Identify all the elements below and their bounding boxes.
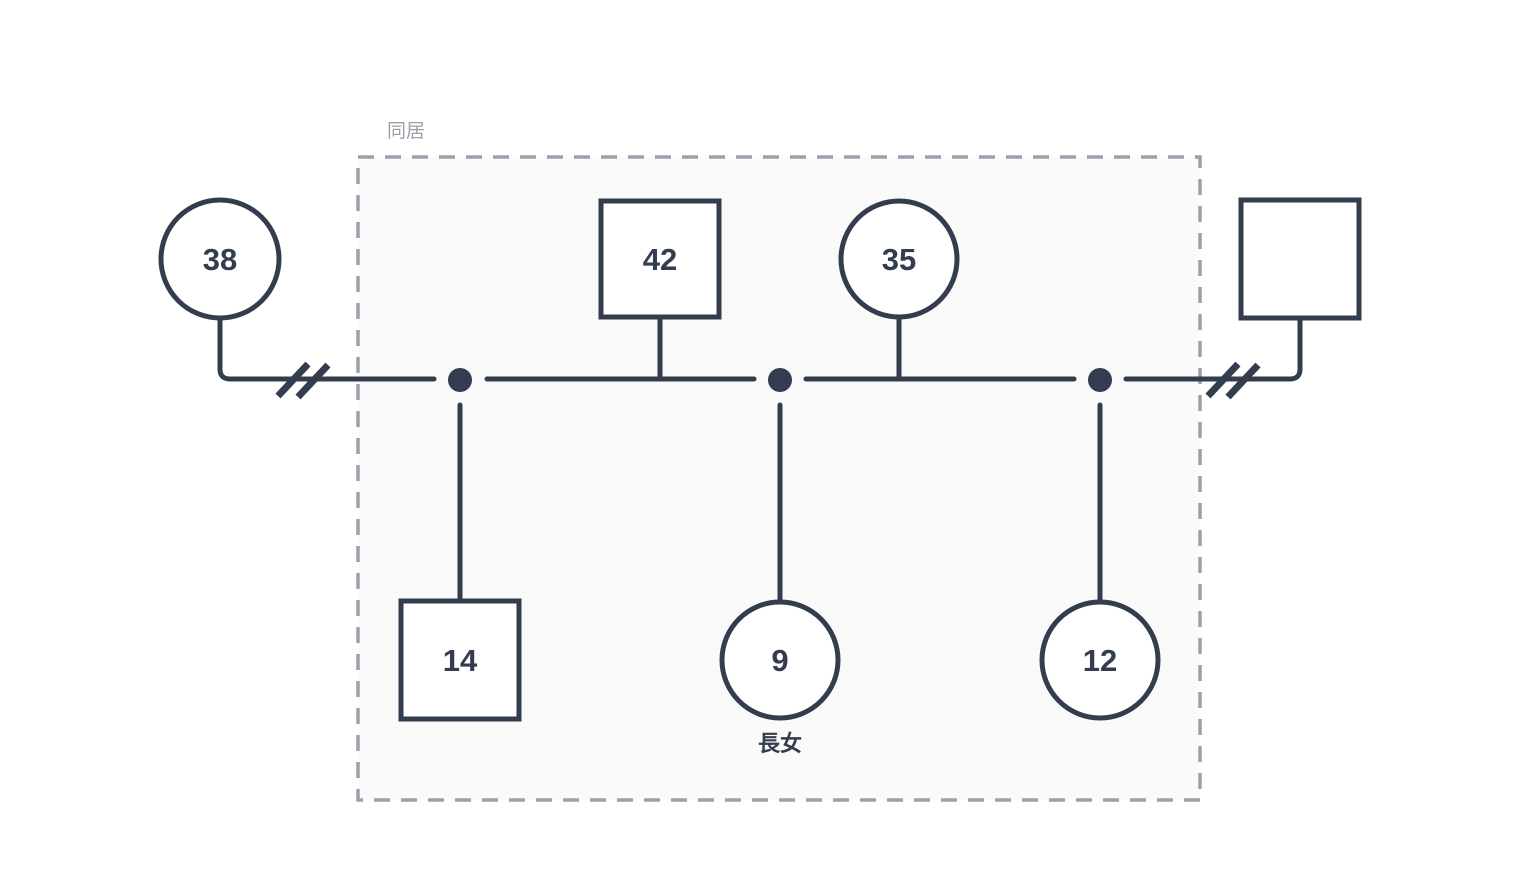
union-dot-right [1088,368,1112,392]
person-age: 14 [443,643,478,678]
female-circle-shape[interactable] [719,599,841,721]
person-caption: 長女 [758,731,802,756]
male-square-shape[interactable] [398,598,522,722]
male-square-shape[interactable] [1238,197,1362,321]
household-label: 同居 [387,121,425,142]
divorce-slash-right-1 [1205,361,1241,399]
person-male-14[interactable]: 14 [398,598,522,722]
person-female-9[interactable]: 9 長女 [719,599,841,756]
person-male-unlabeled[interactable] [1238,197,1362,321]
union-dot-left [448,368,472,392]
divorce-slash-right-2 [1225,362,1261,400]
male-square-shape[interactable] [598,198,722,320]
female-circle-shape[interactable] [838,198,960,320]
person-female-12[interactable]: 12 [1039,599,1161,721]
person-age: 42 [643,242,677,277]
person-female-38[interactable]: 38 [158,197,282,321]
person-age: 9 [771,643,788,678]
person-age: 35 [882,242,916,277]
divorce-slash-left-2 [295,362,331,400]
divorce-marks [275,361,1261,400]
relationship-lines [217,315,1303,603]
person-female-35[interactable]: 35 [838,198,960,320]
person-age: 12 [1083,643,1117,678]
female-circle-shape[interactable] [1039,599,1161,721]
person-age: 38 [203,242,237,277]
female-circle-shape[interactable] [158,197,282,321]
union-dot-center [768,368,792,392]
union-dots [448,368,1112,392]
divorce-slash-left-1 [275,361,311,399]
couple-line-right [1123,316,1303,382]
couple-line-left [217,316,437,382]
person-male-42[interactable]: 42 [598,198,722,320]
